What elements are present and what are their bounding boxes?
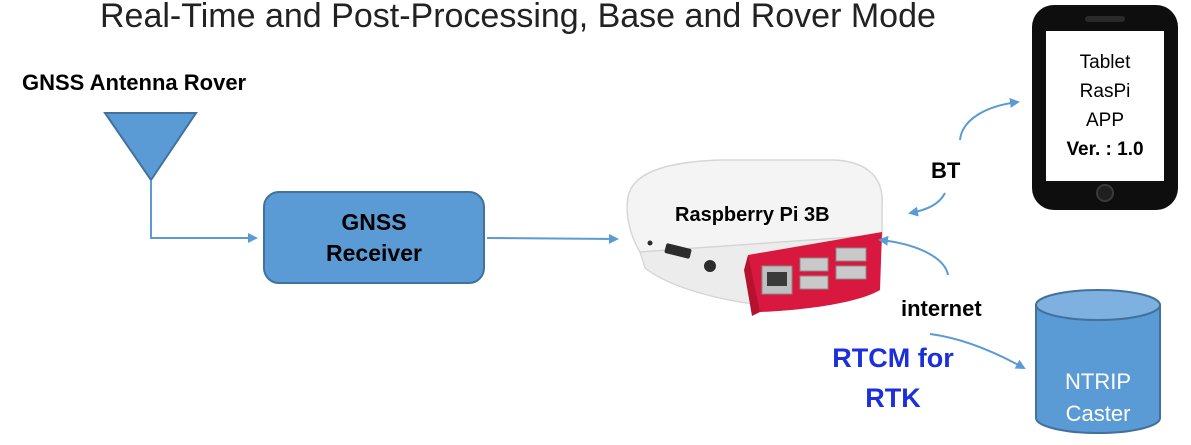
raspberry-pi-case-icon xyxy=(626,159,883,316)
phone-screen: Tablet RasPi APP Ver. : 1.0 xyxy=(1046,31,1164,181)
antenna-to-receiver-line xyxy=(150,180,258,243)
internet-arrow-to-rpi xyxy=(878,235,949,276)
bt-arrow-to-tablet xyxy=(959,98,1020,141)
caster-label-line1: NTRIP xyxy=(1065,369,1131,394)
rtcm-label-line2: RTK xyxy=(865,383,921,413)
rtcm-label-line1: RTCM for xyxy=(832,343,954,373)
tablet-line2: RasPi xyxy=(1079,81,1131,102)
database-cylinder-icon xyxy=(1035,289,1161,434)
internet-label: internet xyxy=(901,296,982,321)
phone-home-button xyxy=(1096,184,1114,202)
receiver-label-line1: GNSS xyxy=(341,208,407,235)
raspberry-pi-label: Raspberry Pi 3B xyxy=(675,204,830,226)
tablet-line3: APP xyxy=(1085,110,1125,131)
tablet-version: Ver. : 1.0 xyxy=(1066,139,1144,160)
bt-label: BT xyxy=(931,158,961,183)
gnss-receiver-box: GNSS Receiver xyxy=(263,191,485,284)
caster-arrow xyxy=(929,333,1026,369)
phone-speaker xyxy=(1085,16,1125,22)
antenna-triangle-icon xyxy=(103,112,198,182)
receiver-to-rpi-line xyxy=(486,233,619,244)
antenna-label: GNSS Antenna Rover xyxy=(22,70,247,95)
bt-arrow-to-rpi xyxy=(908,192,946,217)
rtcm-label: RTCM for RTK xyxy=(815,338,971,418)
tablet-line1: Tablet xyxy=(1079,52,1131,73)
caster-label-line2: Caster xyxy=(1065,401,1131,426)
diagram-title: Real-Time and Post-Processing, Base and … xyxy=(100,0,936,35)
receiver-label-line2: Receiver xyxy=(326,239,422,266)
caster-label: NTRIP Caster xyxy=(1037,366,1159,430)
